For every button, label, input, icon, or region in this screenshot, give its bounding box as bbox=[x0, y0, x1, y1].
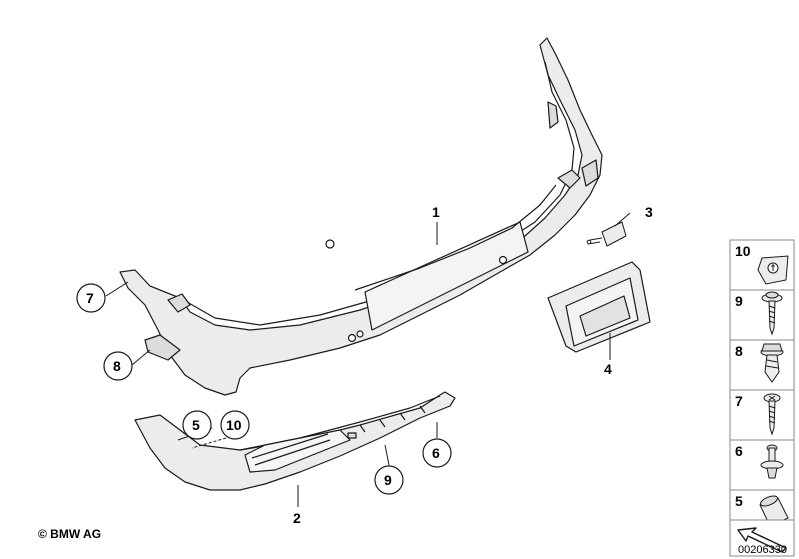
callout-6: 6 bbox=[432, 445, 440, 461]
orientation-arrow-icon bbox=[737, 527, 787, 553]
callout-7-circle bbox=[76, 283, 106, 313]
hex-screw-icon bbox=[760, 343, 784, 383]
bracket-part-3[interactable] bbox=[586, 221, 627, 247]
washer-screw-icon bbox=[761, 291, 783, 336]
side-num-7: 7 bbox=[735, 393, 743, 409]
license-plate-bracket-part[interactable] bbox=[547, 261, 651, 353]
callout-10-circle bbox=[220, 410, 250, 440]
side-row-9[interactable]: 9 bbox=[729, 289, 795, 341]
side-row-8[interactable]: 8 bbox=[729, 339, 795, 391]
sleeve-icon bbox=[759, 495, 789, 527]
callout-9: 9 bbox=[384, 472, 392, 488]
callout-8: 8 bbox=[113, 358, 121, 374]
document-number: 00206330 bbox=[738, 544, 787, 556]
expanding-rivet-icon bbox=[760, 444, 784, 479]
callout-10: 10 bbox=[226, 417, 242, 433]
bumper-cover-part[interactable] bbox=[119, 37, 603, 396]
callout-3: 3 bbox=[645, 204, 653, 220]
callout-2: 2 bbox=[293, 510, 301, 526]
side-row-10[interactable]: 10 bbox=[729, 239, 795, 291]
callout-7: 7 bbox=[86, 290, 94, 306]
callout-4: 4 bbox=[604, 361, 612, 377]
callout-9-circle bbox=[374, 465, 404, 495]
callout-8-circle bbox=[103, 351, 133, 381]
callout-1: 1 bbox=[432, 204, 440, 220]
side-row-6[interactable]: 6 bbox=[729, 439, 795, 491]
callout-5-circle bbox=[182, 410, 212, 440]
callout-6-circle bbox=[422, 438, 452, 468]
phillips-screw-icon bbox=[763, 393, 781, 436]
side-num-5: 5 bbox=[735, 493, 743, 509]
small-parts-panel: 10 9 8 bbox=[729, 239, 795, 557]
side-num-9: 9 bbox=[735, 293, 743, 309]
side-num-6: 6 bbox=[735, 443, 743, 459]
orientation-arrow-box bbox=[729, 519, 795, 557]
callout-5: 5 bbox=[192, 417, 200, 433]
copyright-text: © BMW AG bbox=[38, 527, 101, 541]
clip-nut-icon bbox=[757, 255, 789, 285]
side-num-8: 8 bbox=[735, 343, 743, 359]
side-row-7[interactable]: 7 bbox=[729, 389, 795, 441]
side-num-10: 10 bbox=[735, 243, 751, 259]
callouts: 1 3 4 7 8 5 10 9 6 2 bbox=[76, 204, 653, 526]
diffuser-trim-part[interactable] bbox=[134, 391, 456, 491]
